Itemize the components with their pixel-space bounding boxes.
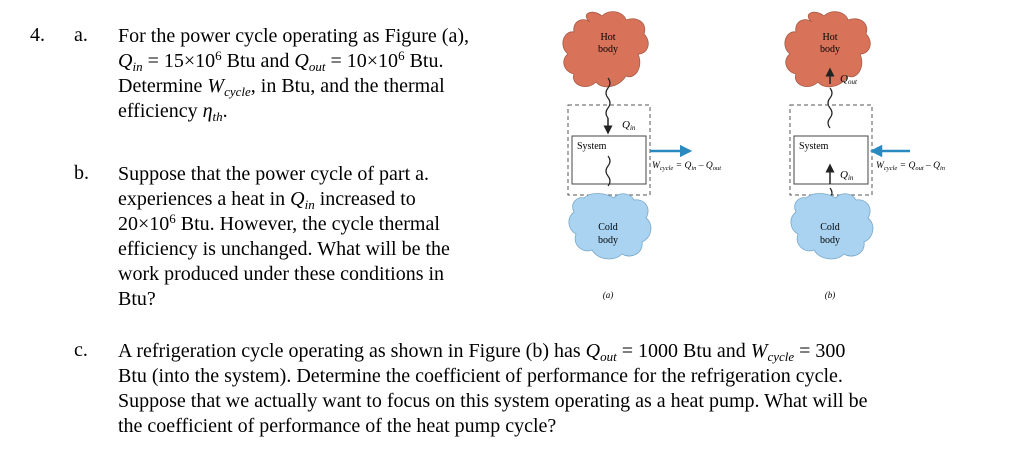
q-out-label-b: Qout: [840, 73, 858, 86]
system-label-b: System: [799, 141, 829, 152]
system-box-b: [793, 135, 869, 185]
part-b-line-6: Btu?: [118, 288, 156, 310]
part-a-line-2: Qin = 15×106 Btu and Qout = 10×106 Btu.: [118, 48, 444, 74]
part-b-line-5: work produced under these conditions in: [118, 263, 445, 285]
hot-body-a-line-2: body: [598, 44, 618, 55]
hot-body-b: [784, 11, 871, 88]
question-number: 4.: [30, 24, 45, 46]
hot-body-a-line-1: Hot: [601, 32, 616, 43]
hot-body-a: [562, 11, 649, 88]
part-c-line-2: Btu (into the system). Determine the coe…: [118, 365, 843, 387]
part-c-label: c.: [74, 339, 88, 361]
cold-body-a-line-1: Cold: [598, 222, 617, 233]
work-equation-a: Wcycle = Qin – Qout: [652, 161, 721, 172]
cold-body-a: [568, 193, 652, 260]
figure-b: Hot body Qout System Wcycle = Qout – Qin…: [784, 11, 945, 300]
heat-flow-wave-a-top: [605, 77, 611, 119]
part-b-line-1: Suppose that the power cycle of part a.: [118, 163, 430, 185]
cold-body-b-line-2: body: [820, 235, 840, 246]
part-b-text: Suppose that the power cycle of part a. …: [118, 162, 450, 312]
figure-b-caption: (b): [825, 290, 836, 300]
heat-flow-wave-b-top: [827, 87, 833, 129]
part-c-line-4: the coefficient of performance of the he…: [118, 415, 557, 437]
part-a-line-1: For the power cycle operating as Figure …: [118, 25, 469, 47]
hot-body-b-line-2: body: [820, 44, 840, 55]
part-b-label: b.: [74, 162, 89, 184]
heat-flow-wave-a-mid: [605, 155, 611, 187]
part-b-line-4: efficiency is unchanged. What will be th…: [118, 238, 450, 260]
work-equation-b: Wcycle = Qout – Qin: [876, 161, 945, 172]
q-in-label-b: Qin: [840, 169, 854, 182]
part-c-line-3: Suppose that we actually want to focus o…: [118, 390, 868, 412]
q-in-label-a: Qin: [622, 119, 636, 132]
cold-body-b: [790, 193, 874, 260]
figure-power-and-refrigeration-cycles: Hot body Qin System Wcycle = Qin – Qout …: [562, 11, 945, 300]
part-a-text: For the power cycle operating as Figure …: [118, 24, 469, 124]
cold-body-a-line-2: body: [598, 235, 618, 246]
figure-a: Hot body Qin System Wcycle = Qin – Qout …: [562, 11, 721, 300]
cold-body-b-line-1: Cold: [820, 222, 839, 233]
hot-body-b-line-1: Hot: [823, 32, 838, 43]
part-a-line-4: efficiency ηth.: [118, 100, 228, 124]
part-b-line-2: experiences a heat in Qin increased to: [118, 188, 416, 212]
figure-a-caption: (a): [603, 290, 614, 300]
part-a-label: a.: [74, 24, 88, 46]
part-b-line-3: 20×106 Btu. However, the cycle thermal: [118, 211, 440, 235]
part-c-text: A refrigeration cycle operating as shown…: [118, 339, 867, 439]
part-a-line-3: Determine Wcycle, in Btu, and the therma…: [118, 75, 445, 99]
part-c-line-1: A refrigeration cycle operating as shown…: [118, 340, 846, 364]
system-label-a: System: [577, 141, 607, 152]
system-box-a: [571, 135, 647, 185]
